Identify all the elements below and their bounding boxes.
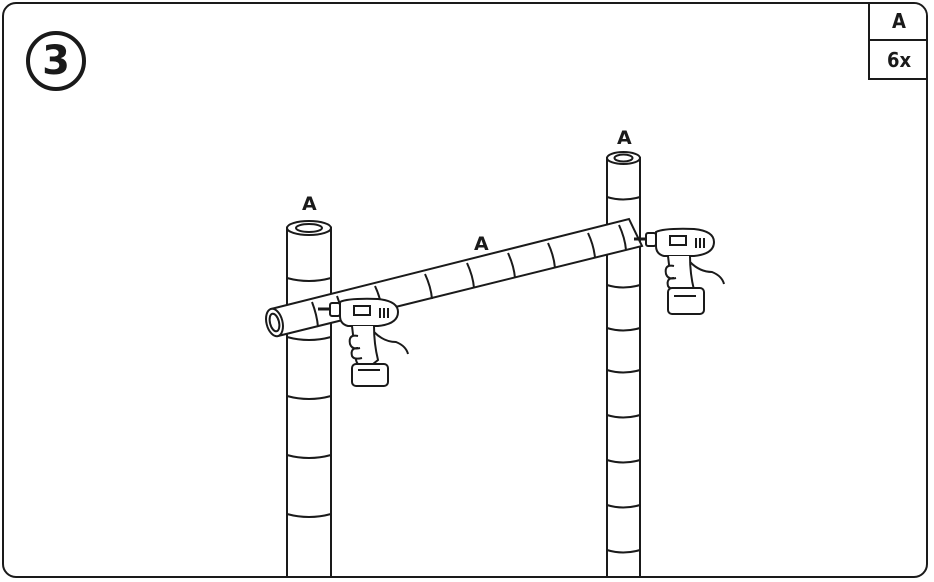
drill-icon [634, 227, 725, 315]
parts-table: A 6x [868, 4, 926, 80]
step-number: 3 [42, 38, 70, 84]
part-letter: A [892, 8, 906, 33]
right-post [606, 151, 641, 576]
drill-icon [318, 297, 409, 387]
left-post-label: A [302, 193, 317, 215]
right-post-label: A [617, 127, 632, 149]
crossbar-label: A [474, 233, 489, 255]
step-number-badge: 3 [26, 31, 86, 91]
part-quantity: 6x [870, 39, 926, 78]
left-post [286, 220, 332, 576]
